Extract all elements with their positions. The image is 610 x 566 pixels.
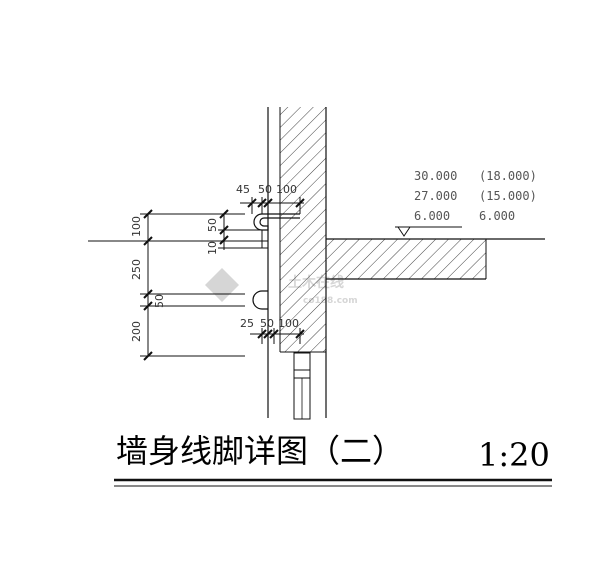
dim-chain-vertical (140, 209, 245, 361)
dim-chain-bottom (250, 328, 305, 344)
wall-hatch (280, 107, 326, 352)
dim-100-top: 100 (276, 183, 297, 196)
watermark-logo-icon (205, 268, 239, 302)
level-3: 6.000 (414, 209, 450, 223)
dim-200: 200 (130, 321, 143, 342)
slab-hatch (326, 239, 486, 279)
drawing-title: 墙身线脚详图（二） (116, 432, 404, 470)
watermark-subtext: co188.com (303, 296, 358, 306)
dim-50-top: 50 (258, 183, 272, 196)
level-marker: 30.000 (18.000) 27.000 (15.000) 6.000 6.… (395, 169, 537, 237)
moulding-lower (252, 290, 268, 310)
floor-slab (326, 238, 545, 280)
dim-10-moulding: 10 (206, 241, 219, 255)
dim-250: 250 (130, 259, 143, 280)
dim-50-moulding: 50 (206, 218, 219, 232)
wall-section (267, 107, 327, 418)
drawing-scale: 1:20 (478, 436, 550, 474)
level-3-alt: 6.000 (479, 209, 515, 223)
dim-25: 25 (240, 317, 254, 330)
level-2: 27.000 (414, 189, 457, 203)
level-triangle-icon (397, 226, 411, 237)
dim-50-bottom: 50 (260, 317, 274, 330)
dim-100-bottom: 100 (278, 317, 299, 330)
dim-45: 45 (236, 183, 250, 196)
dim-chain-moulding (218, 209, 262, 250)
level-1-alt: (18.000) (479, 169, 537, 183)
level-2-alt: (15.000) (479, 189, 537, 203)
dim-50-lower: 50 (153, 294, 166, 308)
dim-chain-top (240, 197, 305, 214)
window-frame (293, 352, 311, 420)
dim-100: 100 (130, 216, 143, 237)
level-1: 30.000 (414, 169, 457, 183)
